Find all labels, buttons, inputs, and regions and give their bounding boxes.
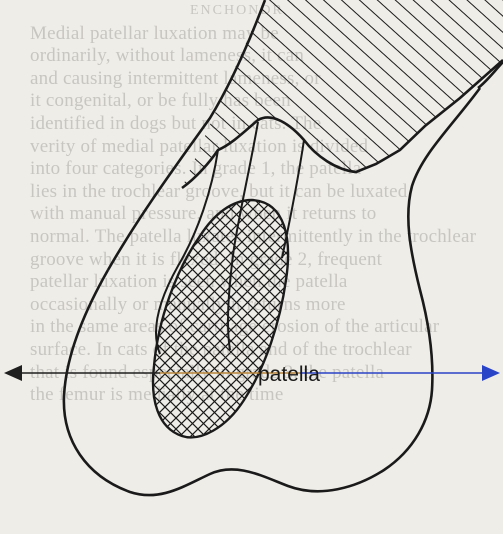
arrowhead-right-icon [482,365,500,381]
patella-label: patella [258,363,320,387]
patella-shape [153,200,288,437]
arrowhead-left-icon [4,365,22,381]
